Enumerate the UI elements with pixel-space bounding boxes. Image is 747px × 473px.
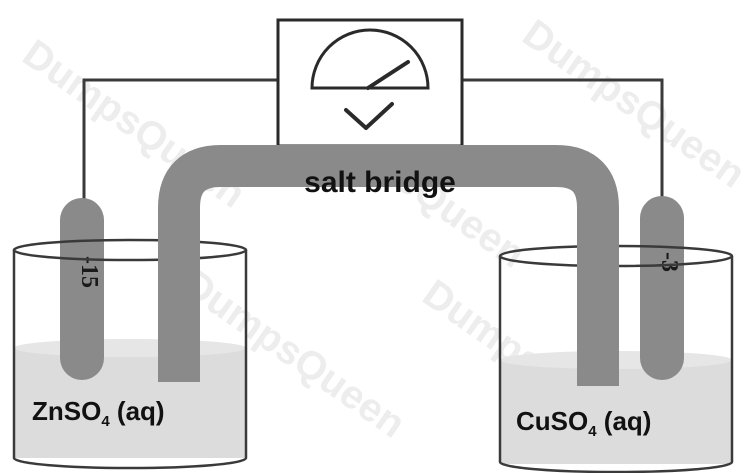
left-wire: [82, 78, 278, 212]
zinc-electrode-label: -15: [76, 256, 102, 288]
copper-electrode: [640, 196, 684, 380]
right-wire: [462, 78, 664, 205]
salt-bridge-label: salt bridge: [304, 166, 456, 199]
salt-bridge: [158, 145, 619, 386]
left-beaker: -15 ZnSO4 (aq): [12, 198, 248, 470]
copper-electrode-label: -3: [656, 252, 682, 272]
left-solution-surface: [14, 339, 246, 357]
watermark-text: DumpsQueen: [15, 31, 253, 216]
v-symbol: [344, 102, 394, 130]
right-beaker-wall: [498, 256, 734, 473]
dial-face: [310, 28, 430, 90]
external-wire: [82, 78, 664, 212]
left-beaker-rim: [12, 238, 248, 262]
zinc-electrode: [60, 198, 104, 380]
right-solution-label: CuSO4 (aq): [516, 406, 651, 440]
left-solution-label: ZnSO4 (aq): [32, 396, 165, 430]
dial-needle: [366, 60, 410, 90]
voltmeter: [276, 18, 464, 148]
left-beaker-wall: [12, 250, 248, 470]
right-beaker: -3 CuSO4 (aq): [498, 196, 734, 473]
voltmeter-icon: [310, 28, 430, 130]
left-solution: [14, 348, 246, 458]
